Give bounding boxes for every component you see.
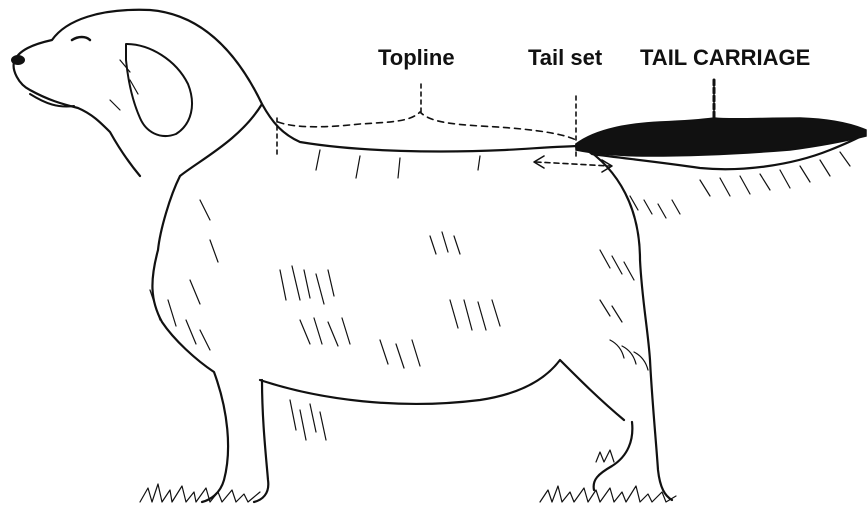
tail-set-arrow [536,162,610,166]
tail-set-label: Tail set [528,47,602,69]
tail-carriage-shape [576,118,866,156]
fur-hatching [110,60,850,440]
topline-label: Topline [378,47,455,69]
topline-brace [278,112,576,140]
dog-nose [11,55,25,65]
tail-carriage-label: TAIL CARRIAGE [640,47,810,69]
dog-body-outline [14,10,865,502]
grass [140,450,676,502]
dog-eye [72,37,90,40]
